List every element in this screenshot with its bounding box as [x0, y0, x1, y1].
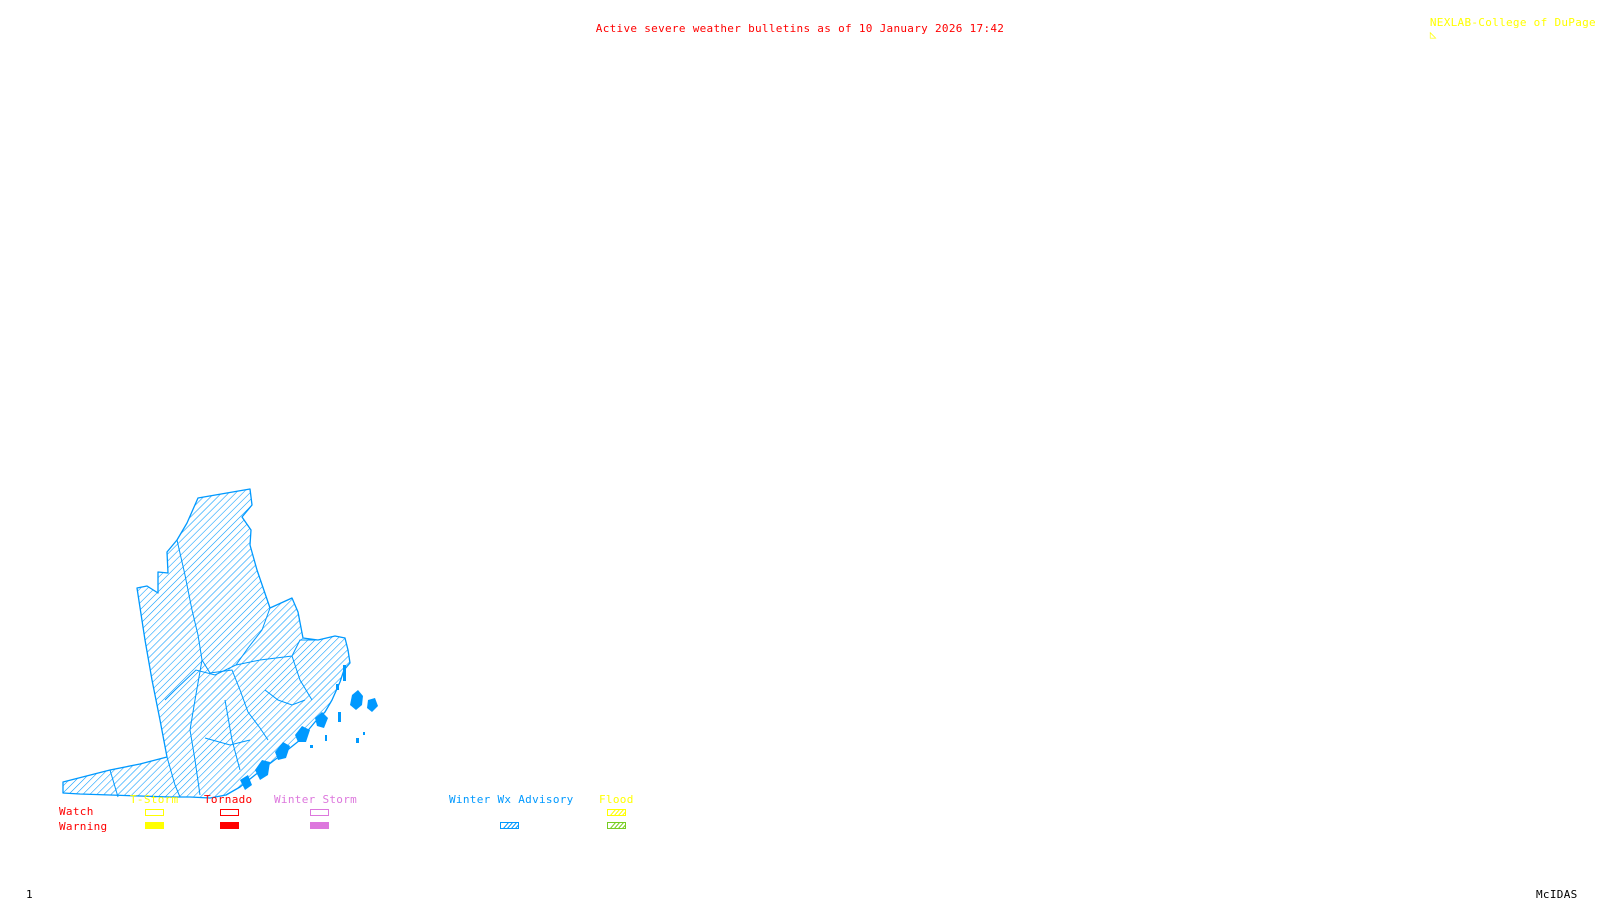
legend-tstorm-warning-swatch: [145, 822, 164, 829]
legend-winter-storm-label: Winter Storm: [274, 793, 358, 806]
frame-number: 1: [26, 888, 33, 901]
coastal-islands: [240, 665, 378, 790]
legend-winter-storm-watch-swatch: [310, 809, 329, 816]
legend-row-watch-label: Watch: [59, 805, 94, 818]
legend-flood-warning-swatch: [607, 822, 626, 829]
advisory-area-maine[interactable]: [62, 488, 378, 799]
legend-winter-wx-advisory-swatch: [500, 822, 519, 829]
legend-flood-label: Flood: [599, 793, 634, 806]
software-label: McIDAS: [1536, 888, 1578, 901]
page-title: Active severe weather bulletins as of 10…: [595, 22, 1005, 35]
legend-flood-watch-swatch: [607, 809, 626, 816]
legend-tstorm-watch-swatch: [145, 809, 164, 816]
logo-mark-icon: ◺: [1429, 28, 1437, 41]
legend-tornado-watch-swatch: [220, 809, 239, 816]
legend-tornado-warning-swatch: [220, 822, 239, 829]
legend-tstorm-label: T-Storm: [130, 793, 179, 806]
credit-text: NEXLAB-College of DuPage: [1429, 16, 1596, 29]
legend-winter-storm-warning-swatch: [310, 822, 329, 829]
legend-tornado-label: Tornado: [204, 793, 253, 806]
county-borders: [109, 539, 318, 798]
legend-row-warning-label: Warning: [59, 820, 108, 833]
state-outline: [62, 488, 351, 799]
legend-winter-wx-advisory-label: Winter Wx Advisory: [449, 793, 574, 806]
credit-label: NEXLAB-College of DuPage ◺: [1416, 5, 1596, 41]
